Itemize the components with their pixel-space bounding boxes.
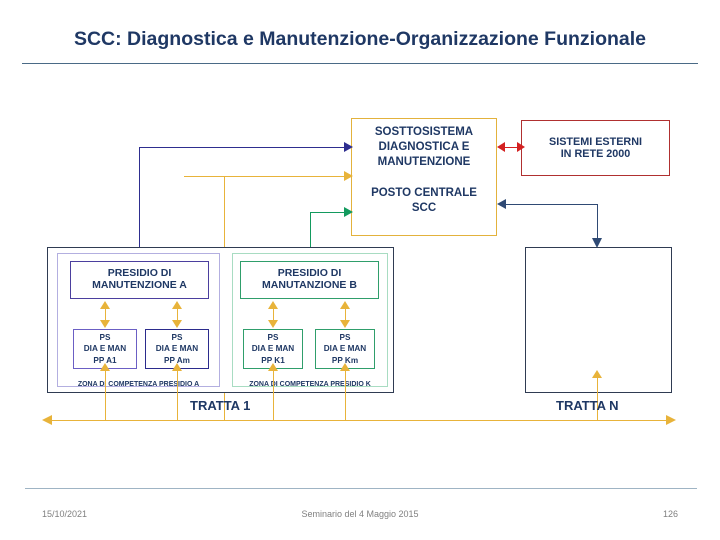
presidio-b-box[interactable]: PRESIDIO DI MANUTANZIONE B — [240, 261, 379, 299]
riser-ps-a1 — [105, 369, 106, 420]
title-divider — [22, 63, 698, 64]
arrowhead-axis-right — [666, 415, 676, 425]
external-systems-label: SISTEMI ESTERNI IN RETE 2000 — [549, 136, 642, 160]
footer-divider — [25, 488, 697, 489]
arrowhead-to-subsystem-gold — [344, 171, 353, 181]
external-systems-box[interactable]: SISTEMI ESTERNI IN RETE 2000 — [521, 120, 670, 176]
presidio-a-line-1: PRESIDIO DI — [107, 267, 172, 280]
arrowhead-down-ps-k1 — [268, 320, 278, 328]
ps-k1-line-3: PP K1 — [261, 355, 285, 365]
riser-ps-am — [177, 369, 178, 420]
connector-presidio-b-horizontal — [310, 212, 345, 213]
arrowhead-axis-left — [42, 415, 52, 425]
ps-box-pp-am[interactable]: PS DIA E MAN PP Am — [145, 329, 209, 369]
central-post-line-2: SCC — [411, 202, 437, 215]
subsystem-box[interactable]: SOSTTOSISTEMA DIAGNOSTICA E MANUTENZIONE… — [351, 118, 497, 236]
footer-page-number: 126 — [662, 509, 678, 519]
arrowhead-down-ps-a1 — [100, 320, 110, 328]
riser-tratta-n — [597, 376, 598, 420]
ps-km-line-2: DIA E MAN — [323, 344, 367, 354]
connector-tratta-n-horizontal — [505, 204, 597, 205]
arrowhead-up-ps-a1 — [100, 301, 110, 309]
central-post-title: POSTO CENTRALE SCC — [352, 186, 496, 216]
ps-k1-line-2: DIA E MAN — [251, 344, 295, 354]
ps-a1-label: PS DIA E MAN PP A1 — [84, 332, 126, 365]
arrowhead-riser-ps-k1 — [268, 363, 278, 371]
ps-am-label: PS DIA E MAN PP Am — [156, 332, 198, 365]
subsystem-line-3: MANUTENZIONE — [377, 156, 471, 169]
ps-a1-line-2: DIA E MAN — [83, 344, 127, 354]
external-line-2: IN RETE 2000 — [560, 148, 631, 160]
riser-ps-k1 — [273, 369, 274, 420]
tratta-n-container — [525, 247, 672, 393]
arrowhead-riser-ps-am — [172, 363, 182, 371]
arrowhead-left-red — [497, 142, 505, 152]
presidio-b-line-2: MANUTANZIONE B — [262, 279, 357, 291]
ps-k1-label: PS DIA E MAN PP K1 — [252, 332, 294, 365]
connector-gold-horizontal — [184, 176, 345, 177]
connector-presidio-a-ps-am — [177, 307, 178, 323]
ps-am-line-2: DIA E MAN — [155, 344, 199, 354]
arrowhead-right-red — [517, 142, 525, 152]
arrowhead-riser-tratta-n — [592, 370, 602, 378]
ps-box-pp-k1[interactable]: PS DIA E MAN PP K1 — [243, 329, 303, 369]
connector-presidio-a-ps-a1 — [105, 307, 106, 323]
connector-presidio-b-ps-km — [345, 307, 346, 323]
arrowhead-up-ps-km — [340, 301, 350, 309]
arrowhead-to-central-post-green — [344, 207, 353, 217]
footer-center-text: Seminario del 4 Maggio 2015 — [301, 509, 419, 519]
connector-subsystem-external — [505, 147, 519, 148]
ps-am-line-3: PP Am — [164, 355, 190, 365]
arrowhead-riser-ps-a1 — [100, 363, 110, 371]
ps-km-label: PS DIA E MAN PP Km — [324, 332, 366, 365]
external-line-1: SISTEMI ESTERNI — [549, 135, 642, 148]
arrowhead-down-ps-km — [340, 320, 350, 328]
riser-ps-km — [345, 369, 346, 420]
connector-tratta-n-vertical — [597, 204, 598, 242]
presidio-b-label: PRESIDIO DI MANUTANZIONE B — [262, 267, 357, 292]
presidio-a-line-2: MANUTENZIONE A — [92, 279, 187, 291]
ps-box-pp-a1[interactable]: PS DIA E MAN PP A1 — [73, 329, 137, 369]
ps-am-line-1: PS — [171, 333, 183, 343]
central-post-line-1: POSTO CENTRALE — [371, 187, 477, 199]
tratta-n-label: TRATTA N — [556, 398, 619, 413]
subsystem-title: SOSTTOSISTEMA DIAGNOSTICA E MANUTENZIONE — [352, 125, 496, 171]
arrowhead-up-ps-k1 — [268, 301, 278, 309]
tratta-1-label: TRATTA 1 — [190, 398, 251, 413]
presidio-a-label: PRESIDIO DI MANUTENZIONE A — [92, 267, 187, 292]
presidio-a-box[interactable]: PRESIDIO DI MANUTENZIONE A — [70, 261, 209, 299]
subsystem-line-2: DIAGNOSTICA E — [378, 141, 470, 154]
ps-box-pp-km[interactable]: PS DIA E MAN PP Km — [315, 329, 375, 369]
ps-a1-line-3: PP A1 — [93, 355, 117, 365]
ps-km-line-1: PS — [339, 333, 351, 343]
connector-presidio-a-horizontal — [139, 147, 345, 148]
ps-a1-line-1: PS — [99, 333, 111, 343]
arrowhead-riser-ps-km — [340, 363, 350, 371]
zone-b-label: ZONA DI COMPETENZA PRESIDIO K — [249, 381, 371, 388]
connector-presidio-b-ps-k1 — [273, 307, 274, 323]
arrowhead-to-subsystem-navy — [344, 142, 353, 152]
presidio-b-line-1: PRESIDIO DI — [277, 267, 342, 280]
arrowhead-to-tratta-n-box — [592, 238, 602, 248]
ps-k1-line-1: PS — [267, 333, 279, 343]
connector-presidio-b-vertical — [310, 212, 311, 257]
subsystem-line-1: SOSTTOSISTEMA — [374, 126, 474, 138]
zone-a-label: ZONA DI COMPETENZA PRESIDIO A — [77, 381, 200, 388]
tratta-axis — [52, 420, 668, 421]
arrowhead-to-central-post-navy — [497, 199, 506, 209]
ps-km-line-3: PP Km — [331, 355, 359, 365]
footer-date: 15/10/2021 — [42, 509, 88, 519]
connector-presidio-a-vertical — [139, 147, 140, 257]
arrowhead-up-ps-am — [172, 301, 182, 309]
page-title: SCC: Diagnostica e Manutenzione-Organizz… — [73, 28, 647, 50]
arrowhead-down-ps-am — [172, 320, 182, 328]
